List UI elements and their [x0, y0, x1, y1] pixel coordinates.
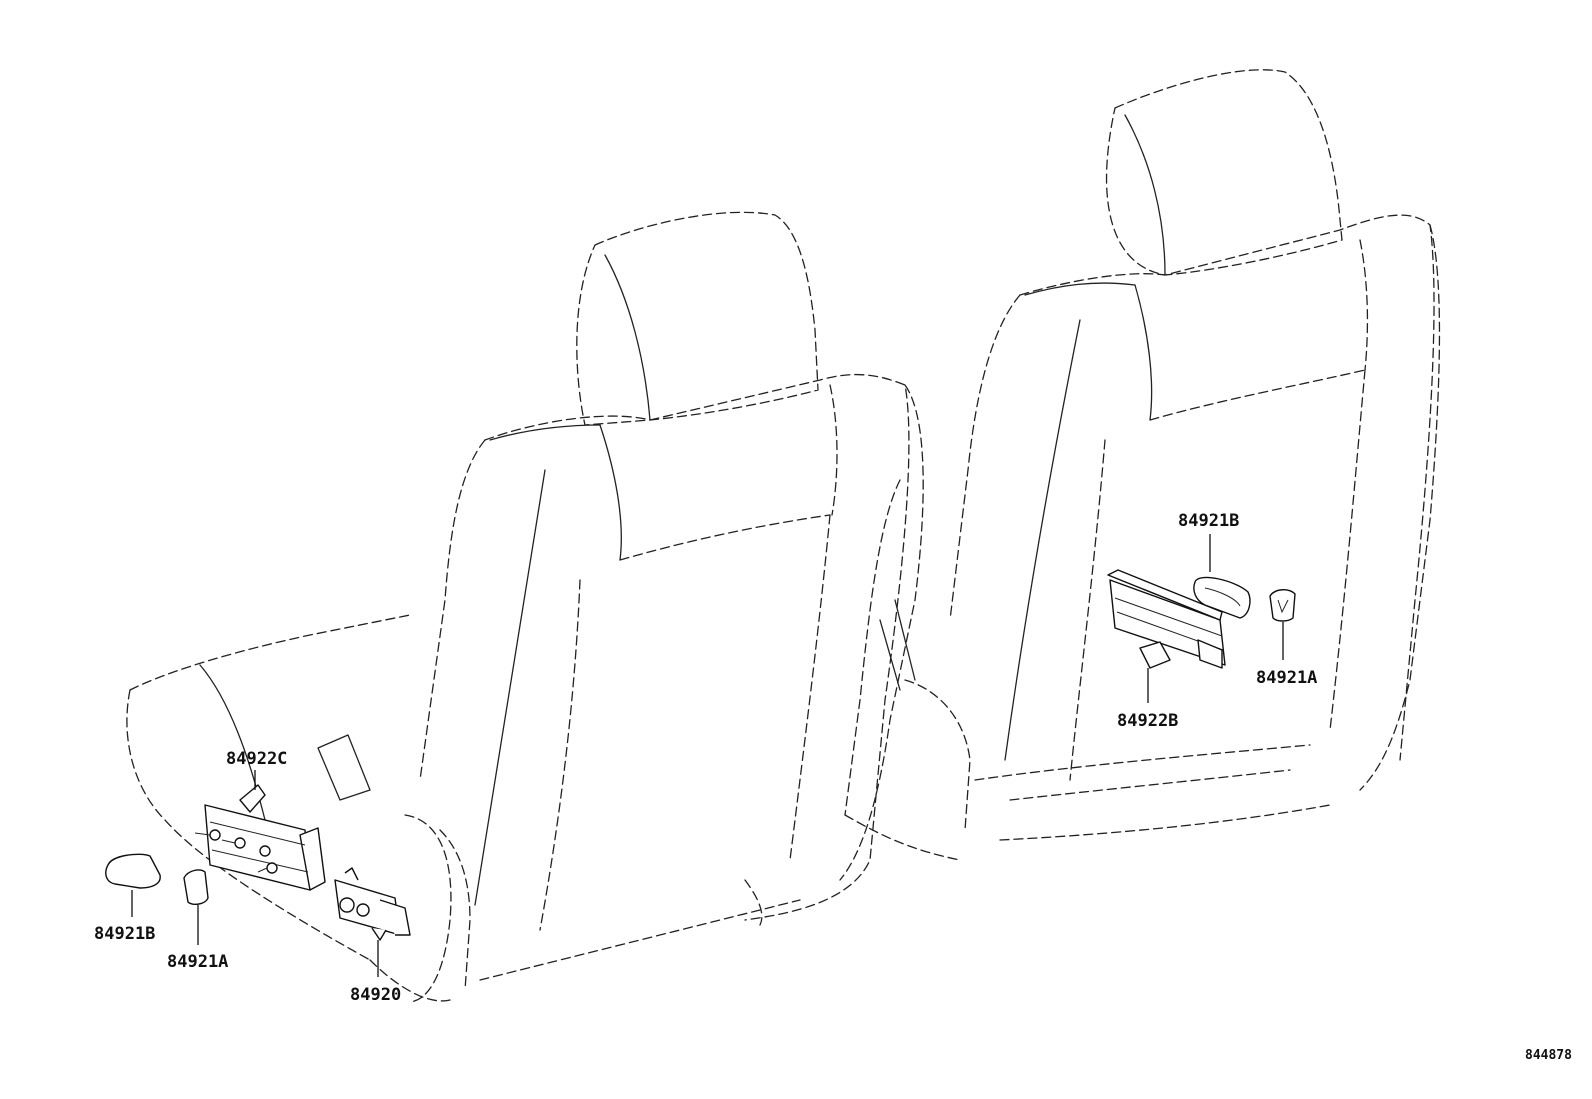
part-labels: 84922C 84921B 84921A 84920 84921B 84921A…	[94, 511, 1572, 1063]
left-knob-84921a	[183, 869, 209, 906]
callout-84922b: 84922B	[1117, 711, 1178, 731]
callout-84922c: 84922C	[226, 749, 287, 769]
callout-84921b-right: 84921B	[1178, 511, 1239, 531]
right-switch-bracket-84922b	[1107, 569, 1226, 669]
callout-84920: 84920	[350, 985, 401, 1005]
callout-84921a-right: 84921A	[1256, 668, 1317, 688]
callout-84921b-left: 84921B	[94, 924, 155, 944]
diagram-code: 844878	[1525, 1048, 1572, 1063]
callout-84921a-left: 84921A	[167, 952, 228, 972]
left-seat-outline	[126, 211, 924, 1003]
right-knob-84921a	[1269, 589, 1296, 622]
left-knob-84921b	[105, 853, 161, 889]
right-seat-outline	[844, 69, 1441, 861]
leader-lines	[131, 534, 1284, 977]
left-switch-bracket-84922c	[194, 784, 326, 891]
left-switch-84920	[334, 867, 411, 941]
right-knob-84921b	[1193, 576, 1251, 619]
